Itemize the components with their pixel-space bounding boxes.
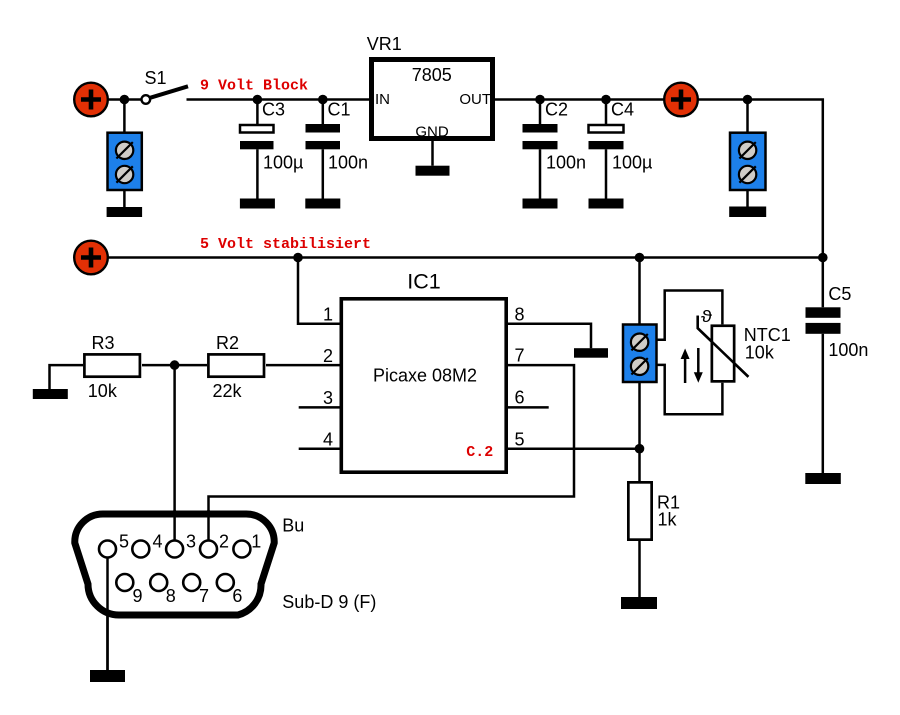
svg-text:2: 2 — [323, 346, 333, 366]
svg-text:Bu: Bu — [282, 515, 304, 535]
svg-text:IN: IN — [375, 91, 390, 108]
svg-text:5: 5 — [515, 430, 525, 450]
svg-text:5 Volt stabilisiert: 5 Volt stabilisiert — [200, 236, 371, 253]
svg-text:10k: 10k — [88, 381, 118, 401]
svg-text:NTC1: NTC1 — [744, 325, 791, 345]
svg-text:OUT: OUT — [459, 91, 491, 108]
svg-text:1: 1 — [251, 531, 261, 551]
svg-text:100n: 100n — [328, 153, 368, 173]
svg-text:100µ: 100µ — [263, 153, 303, 173]
svg-text:100µ: 100µ — [612, 153, 652, 173]
svg-text:1k: 1k — [658, 510, 678, 530]
svg-text:6: 6 — [232, 586, 242, 606]
svg-text:GND: GND — [415, 123, 449, 140]
svg-text:R3: R3 — [92, 333, 115, 353]
svg-text:10k: 10k — [745, 343, 775, 363]
svg-text:8: 8 — [515, 305, 525, 325]
svg-text:C2: C2 — [545, 100, 568, 120]
svg-text:2: 2 — [219, 531, 229, 551]
svg-text:C4: C4 — [611, 100, 634, 120]
svg-text:7805: 7805 — [412, 65, 452, 85]
svg-text:100n: 100n — [828, 340, 868, 360]
svg-text:R2: R2 — [216, 333, 239, 353]
svg-text:6: 6 — [515, 388, 525, 408]
svg-text:9 Volt Block: 9 Volt Block — [200, 77, 308, 94]
svg-text:C5: C5 — [828, 284, 851, 304]
svg-text:4: 4 — [323, 430, 333, 450]
svg-text:R1: R1 — [657, 493, 680, 513]
svg-text:3: 3 — [323, 388, 333, 408]
svg-text:C.2: C.2 — [466, 444, 493, 461]
svg-text:S1: S1 — [145, 68, 167, 88]
svg-text:IC1: IC1 — [407, 270, 440, 294]
svg-text:4: 4 — [153, 531, 163, 551]
svg-text:7: 7 — [515, 346, 525, 366]
svg-text:Sub-D 9 (F): Sub-D 9 (F) — [282, 592, 376, 612]
svg-text:9: 9 — [133, 586, 143, 606]
svg-text:C3: C3 — [262, 100, 285, 120]
svg-text:7: 7 — [199, 586, 209, 606]
svg-text:8: 8 — [166, 586, 176, 606]
svg-text:VR1: VR1 — [367, 34, 402, 54]
svg-text:ϑ: ϑ — [701, 306, 713, 325]
svg-text:C1: C1 — [328, 100, 351, 120]
svg-text:1: 1 — [323, 305, 333, 325]
svg-text:100n: 100n — [546, 153, 586, 173]
svg-text:Picaxe 08M2: Picaxe 08M2 — [373, 366, 477, 386]
svg-text:3: 3 — [186, 531, 196, 551]
svg-text:22k: 22k — [213, 381, 243, 401]
svg-text:5: 5 — [119, 531, 129, 551]
